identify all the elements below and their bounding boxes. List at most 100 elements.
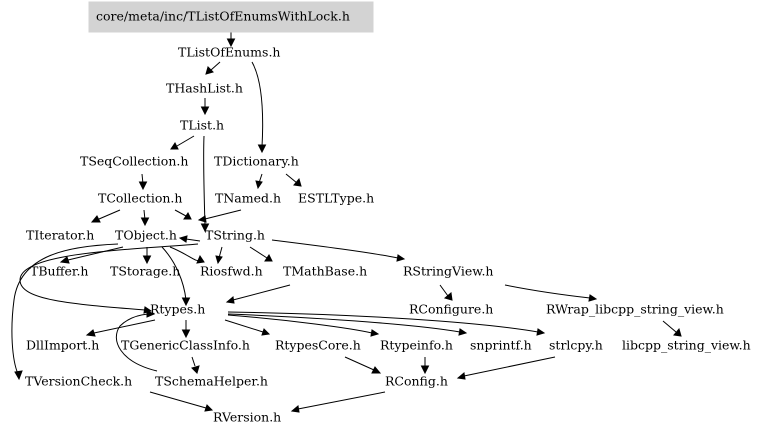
edge-tcollection-tstring [174, 209, 187, 217]
node-libcpp-string-view[interactable]: libcpp_string_view.h [622, 338, 751, 353]
edge-rstringview-rwrap [504, 284, 591, 299]
arrowhead [255, 180, 263, 190]
arrowhead [257, 144, 267, 154]
node-snprintf[interactable]: snprintf.h [470, 338, 532, 353]
node-tschemahelper[interactable]: TSchemaHelper.h [155, 374, 268, 389]
arrowhead [396, 254, 406, 262]
arrowhead [226, 38, 236, 48]
node-tdictionary[interactable]: TDictionary.h [214, 154, 299, 169]
edge-tstring-rtypes-loop [19, 243, 199, 311]
node-tstring[interactable]: TString.h [205, 228, 265, 243]
arrowhead [197, 215, 207, 223]
arrowhead [183, 212, 192, 220]
arrowhead [14, 370, 23, 381]
edge-rtypes-strlcpy [227, 311, 539, 333]
arrowhead [370, 329, 380, 337]
arrowhead [138, 181, 148, 191]
arrowhead [178, 235, 188, 243]
arrowhead [536, 328, 546, 336]
arrowhead [458, 328, 468, 336]
node-tobject[interactable]: TObject.h [115, 228, 177, 243]
node-tseqcollection[interactable]: TSeqCollection.h [80, 154, 188, 169]
edge-tobject-rtypes [161, 246, 187, 301]
node-tstorage[interactable]: TStorage.h [110, 264, 180, 279]
edge-strlcpy-rconfig [463, 356, 556, 377]
edges [11, 32, 682, 413]
arrowhead [85, 329, 96, 337]
edge-tstring-rstringview [271, 239, 399, 259]
node-tgenericclassinfo[interactable]: TGenericClassInfo.h [121, 338, 250, 353]
node-dllimport[interactable]: DllImport.h [26, 338, 99, 353]
node-tcollection[interactable]: TCollection.h [98, 191, 182, 206]
node-rtypes[interactable]: Rtypes.h [150, 302, 205, 317]
edge-tlistofenums-tdictionary [251, 61, 264, 148]
edge-rconfig-rversion [297, 391, 386, 410]
edge-rtypes-rtypeinfo [227, 314, 373, 334]
arrowhead [204, 404, 214, 412]
edge-tstring-tmathbase [249, 246, 268, 259]
root-node[interactable]: core/meta/inc/TListOfEnumsWithLock.h [88, 1, 374, 33]
arrowhead [170, 142, 179, 150]
arrowhead [181, 297, 191, 307]
arrowhead [90, 215, 101, 223]
edge-rstringview-rconfigure [439, 284, 449, 297]
arrowhead [225, 296, 235, 304]
edge-tobject-riosfwd [169, 246, 201, 262]
node-tlist[interactable]: TList.h [180, 118, 224, 133]
node-tmathbase[interactable]: TMathBase.h [283, 264, 367, 279]
edge-tlist-tstring [203, 135, 206, 227]
arrowhead [456, 372, 466, 380]
node-tlistofenums[interactable]: TListOfEnums.h [178, 45, 280, 60]
node-tversioncheck[interactable]: TVersionCheck.h [25, 374, 132, 389]
arrowhead [588, 294, 598, 302]
arrowhead [673, 327, 682, 337]
node-estltype[interactable]: ESTLType.h [298, 191, 374, 206]
edge-tgenericclassinfo-tschemahelper [191, 356, 196, 367]
arrowhead [200, 106, 210, 116]
arrowhead [293, 177, 302, 187]
arrowhead [191, 365, 200, 374]
arrowhead [142, 255, 152, 265]
node-riosfwd[interactable]: Riosfwd.h [200, 264, 263, 279]
arrowhead [261, 328, 271, 336]
edge-tobject-tversioncheck [11, 243, 119, 375]
node-rconfigure[interactable]: RConfigure.h [409, 302, 493, 317]
node-rtypeinfo[interactable]: Rtypeinfo.h [380, 338, 453, 353]
arrowhead [215, 255, 223, 265]
node-rtypescore[interactable]: RtypesCore.h [275, 338, 361, 353]
arrowhead [181, 329, 191, 339]
arrowhead [205, 66, 214, 75]
edge-tlist-tseqcollection [176, 135, 195, 147]
arrowhead [290, 405, 300, 413]
edge-tcollection-titerator [98, 209, 121, 220]
arrowhead [420, 365, 430, 375]
node-rconfig[interactable]: RConfig.h [385, 374, 448, 389]
root-node-box [88, 1, 374, 33]
arrowhead [196, 254, 205, 264]
arrowhead [59, 256, 70, 264]
node-rwrap-libcpp-string-view[interactable]: RWrap_libcpp_string_view.h [546, 302, 724, 317]
arrowhead [200, 223, 210, 233]
node-thashlist[interactable]: THashList.h [166, 81, 243, 96]
edge-tlistofenums-thashlist [210, 61, 221, 71]
edge-rtypes-rtypescore [224, 319, 264, 333]
arrowhead [371, 366, 382, 374]
edge-rtypescore-rconfig [344, 356, 375, 371]
node-tnamed[interactable]: TNamed.h [215, 191, 281, 206]
edge-tstring-tobject-back [185, 238, 201, 242]
edge-tobject-tbuffer [67, 246, 124, 261]
node-rversion[interactable]: RVersion.h [213, 410, 281, 425]
node-tbuffer[interactable]: TBuffer.h [30, 264, 88, 279]
node-titerator[interactable]: TIterator.h [26, 228, 94, 243]
edge-rwrap-libcpp [662, 320, 677, 333]
arrowhead [146, 310, 156, 318]
edge-tmathbase-rtypes [232, 284, 291, 301]
node-rstringview[interactable]: RStringView.h [403, 264, 493, 279]
arrowhead [264, 254, 273, 262]
arrowhead [443, 292, 453, 301]
node-strlcpy[interactable]: strlcpy.h [549, 338, 603, 353]
edge-tschemahelper-rtypes [115, 313, 158, 372]
edge-tversioncheck-rversion [149, 391, 207, 409]
edge-tnamed-tstring [204, 209, 242, 220]
